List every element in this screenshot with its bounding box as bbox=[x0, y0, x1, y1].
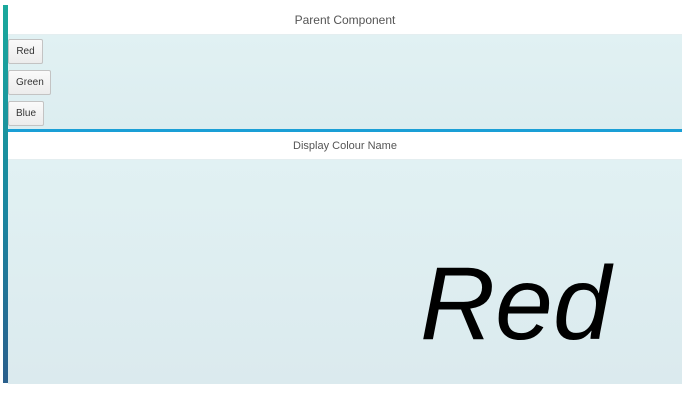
left-accent-bar bbox=[3, 5, 8, 383]
display-component-header: Display Colour Name bbox=[8, 132, 682, 159]
parent-component-title: Parent Component bbox=[294, 12, 396, 27]
green-button[interactable]: Green bbox=[8, 70, 51, 95]
blue-button[interactable]: Blue bbox=[8, 101, 44, 126]
section-divider bbox=[8, 129, 682, 132]
display-component-body: Red bbox=[8, 159, 682, 384]
parent-component-header: Parent Component bbox=[8, 5, 682, 34]
red-button[interactable]: Red bbox=[8, 39, 43, 64]
parent-component-body: Red Green Blue bbox=[8, 34, 682, 130]
displayed-colour-name: Red bbox=[420, 246, 611, 362]
display-component-title: Display Colour Name bbox=[293, 139, 397, 152]
